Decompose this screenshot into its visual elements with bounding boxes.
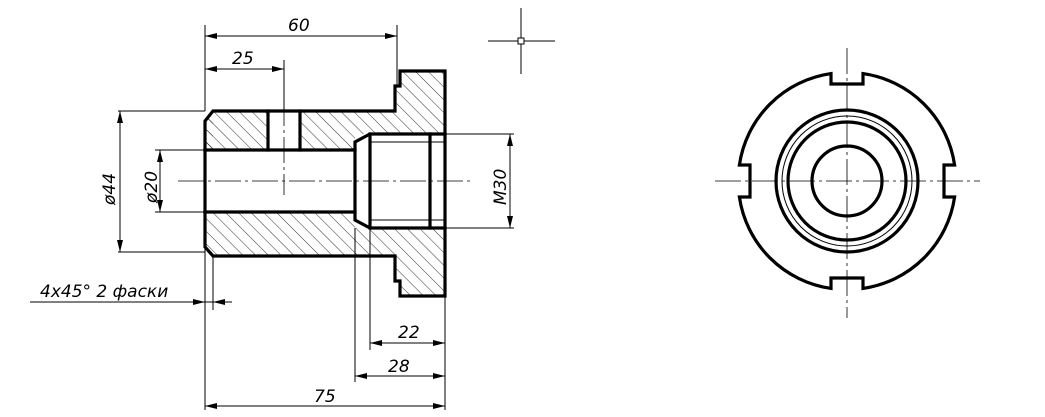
dim-25: 25 <box>232 49 254 69</box>
end-view-outer-contour <box>737 71 957 291</box>
dim-20: ø20 <box>142 171 162 204</box>
dim-44: ø44 <box>100 173 120 206</box>
dim-28: 28 <box>388 357 410 377</box>
dim-60: 60 <box>288 16 310 36</box>
dim-75: 75 <box>314 387 336 407</box>
dimensions: 60 25 ø44 ø20 M30 4x45° 2 фаски <box>30 16 514 410</box>
cad-cursor-icon <box>488 8 555 74</box>
hatch-lower <box>205 212 445 296</box>
dim-m30: M30 <box>491 169 511 205</box>
dim-22: 22 <box>398 323 420 343</box>
hatch-upper <box>205 71 445 150</box>
chamfer-note: 4x45° 2 фаски <box>40 282 168 302</box>
end-view <box>715 48 980 318</box>
counterbore <box>353 132 447 230</box>
section-view <box>178 69 470 298</box>
hatch-upper-left <box>205 111 268 150</box>
